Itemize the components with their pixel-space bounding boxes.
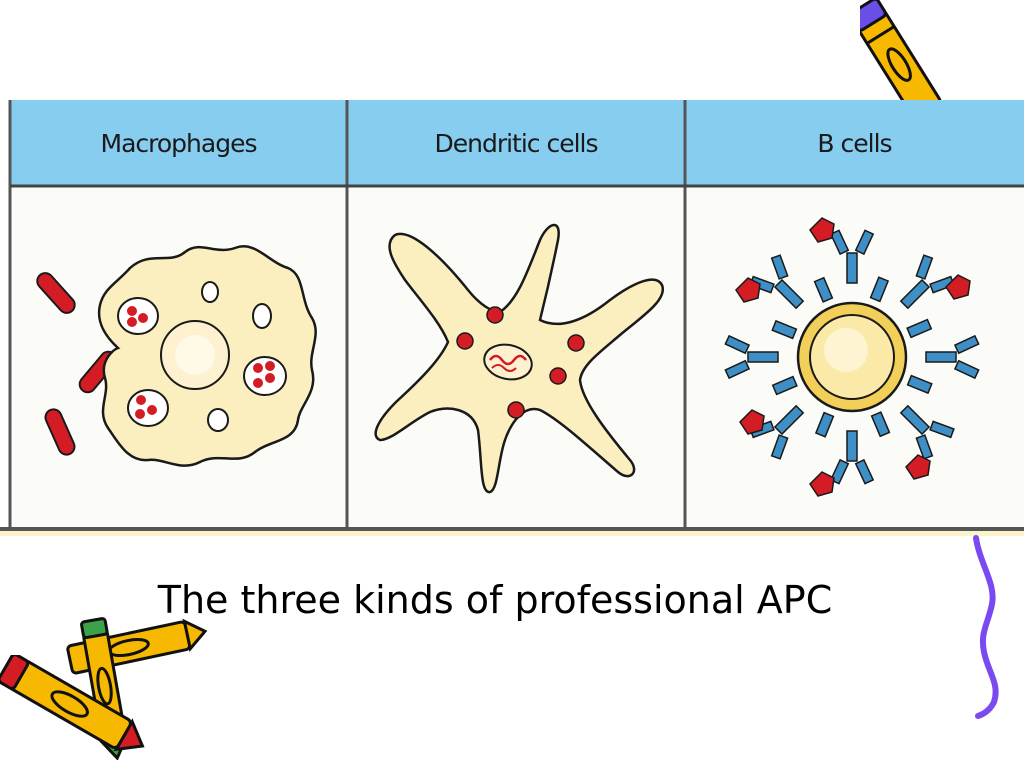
column-header-b-cells: B cells xyxy=(817,128,892,158)
b-cell-drawing xyxy=(724,217,980,497)
dendritic-cell-drawing xyxy=(374,223,665,494)
crayon-icon xyxy=(860,0,942,104)
header-band xyxy=(10,100,1024,186)
purple-bracket-icon xyxy=(973,535,999,719)
crayon-icon xyxy=(0,655,145,752)
apc-figure xyxy=(0,100,1024,536)
macrophage-drawing xyxy=(36,245,317,467)
slide-caption: The three kinds of professional APC xyxy=(157,578,833,622)
column-header-macrophages: Macrophages xyxy=(100,128,258,158)
column-header-dendritic-cells: Dendritic cells xyxy=(434,128,598,158)
